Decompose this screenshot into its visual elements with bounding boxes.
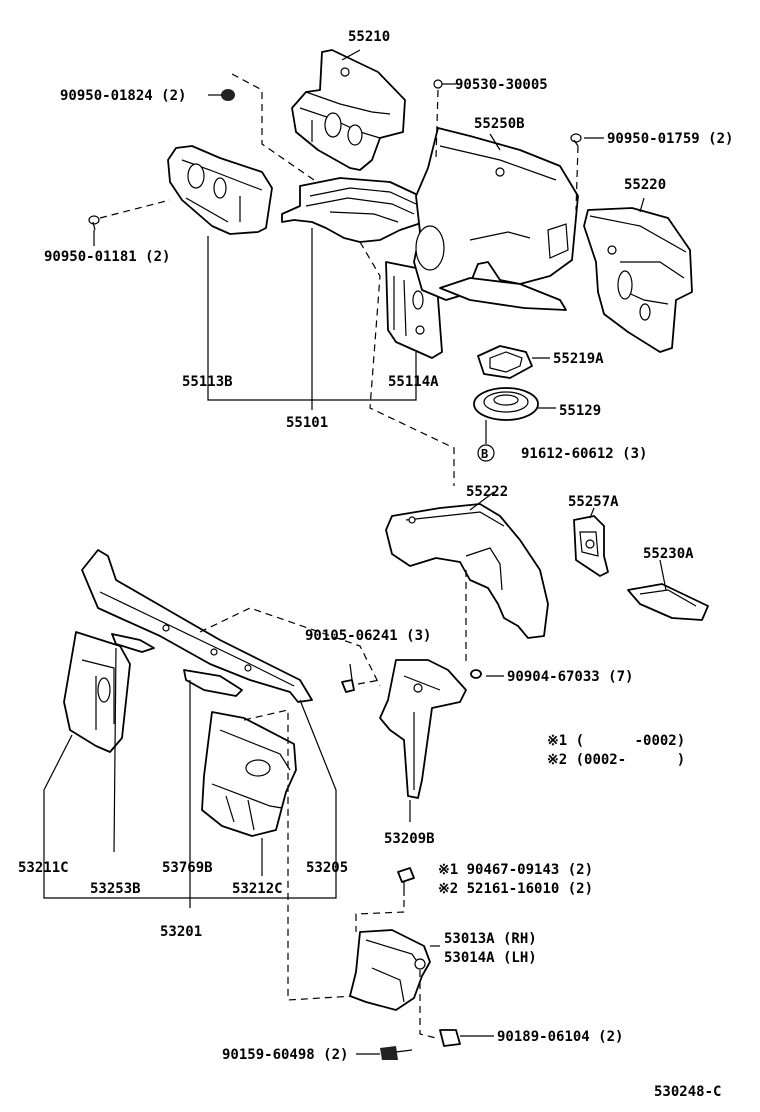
clip-90467-09143	[397, 867, 415, 896]
label-55101: 55101	[286, 415, 328, 431]
label-53212c: 53212C	[232, 881, 283, 897]
bolt-90105-06241	[341, 663, 355, 693]
part-55257a-drawing	[573, 515, 609, 577]
label-53201: 53201	[160, 924, 202, 940]
part-55113b-drawing	[167, 145, 273, 235]
clip-90950-01181	[88, 215, 100, 231]
part-55222-drawing	[385, 503, 549, 639]
label-90950-01824: 90950-01824 (2)	[60, 88, 186, 104]
label-53013a: 53013A (RH)	[444, 931, 537, 947]
label-52161-16010: ※2 52161-16010 (2)	[438, 881, 593, 897]
label-55257a: 55257A	[568, 494, 619, 510]
label-53209b: 53209B	[384, 831, 435, 847]
label-55220: 55220	[624, 177, 666, 193]
clip-90950-01759	[570, 133, 582, 147]
part-55219a-drawing	[477, 345, 533, 379]
label-90189-06104: 90189-06104 (2)	[497, 1029, 623, 1045]
label-55230a: 55230A	[643, 546, 694, 562]
label-53205: 53205	[306, 860, 348, 876]
part-53253b-drawing	[111, 633, 155, 653]
label-90467-09143: ※1 90467-09143 (2)	[438, 862, 593, 878]
label-55129: 55129	[559, 403, 601, 419]
part-55220-drawing	[583, 207, 693, 353]
label-53769b: 53769B	[162, 860, 213, 876]
label-55210: 55210	[348, 29, 390, 45]
clip-90950-01824	[221, 89, 235, 101]
label-91612-60612: 91612-60612 (3)	[521, 446, 647, 462]
label-55113b: 55113B	[182, 374, 233, 390]
label-90530-30005: 90530-30005	[455, 77, 548, 93]
nut-90904-67033	[470, 669, 482, 679]
circle-b-marker: B	[477, 444, 495, 462]
note-2: ※2 (0002- )	[547, 752, 685, 768]
part-53205-drawing	[81, 549, 313, 703]
label-90159-60498: 90159-60498 (2)	[222, 1047, 348, 1063]
part-55101-drawing	[281, 177, 429, 243]
part-53769b-drawing	[183, 669, 243, 697]
label-53211c: 53211C	[18, 860, 69, 876]
part-55230a-drawing	[627, 583, 709, 621]
diagram-code: 530248-C	[654, 1084, 721, 1100]
clip-90530-30005	[433, 79, 443, 89]
part-53209b-drawing	[379, 659, 467, 799]
part-55250b-drawing	[413, 127, 579, 311]
part-53211c-drawing	[63, 631, 131, 753]
label-55250b: 55250B	[474, 116, 525, 132]
label-53014a: 53014A (LH)	[444, 950, 537, 966]
part-55129-drawing	[473, 387, 539, 421]
svg-text:B: B	[481, 447, 488, 461]
nut-90189-06104	[439, 1029, 494, 1047]
part-55210-drawing	[291, 49, 406, 171]
label-55222: 55222	[466, 484, 508, 500]
part-53013a-drawing	[349, 929, 431, 1011]
label-53253b: 53253B	[90, 881, 141, 897]
label-90950-01181: 90950-01181 (2)	[44, 249, 170, 265]
part-53212c-drawing	[201, 711, 297, 837]
label-55114a: 55114A	[388, 374, 439, 390]
label-90950-01759: 90950-01759 (2)	[607, 131, 733, 147]
label-90105-06241: 90105-06241 (3)	[305, 628, 431, 644]
bolt-90159-60498	[356, 1046, 413, 1060]
label-55219a: 55219A	[553, 351, 604, 367]
label-90904-67033: 90904-67033 (7)	[507, 669, 633, 685]
note-1: ※1 ( -0002)	[547, 733, 685, 749]
